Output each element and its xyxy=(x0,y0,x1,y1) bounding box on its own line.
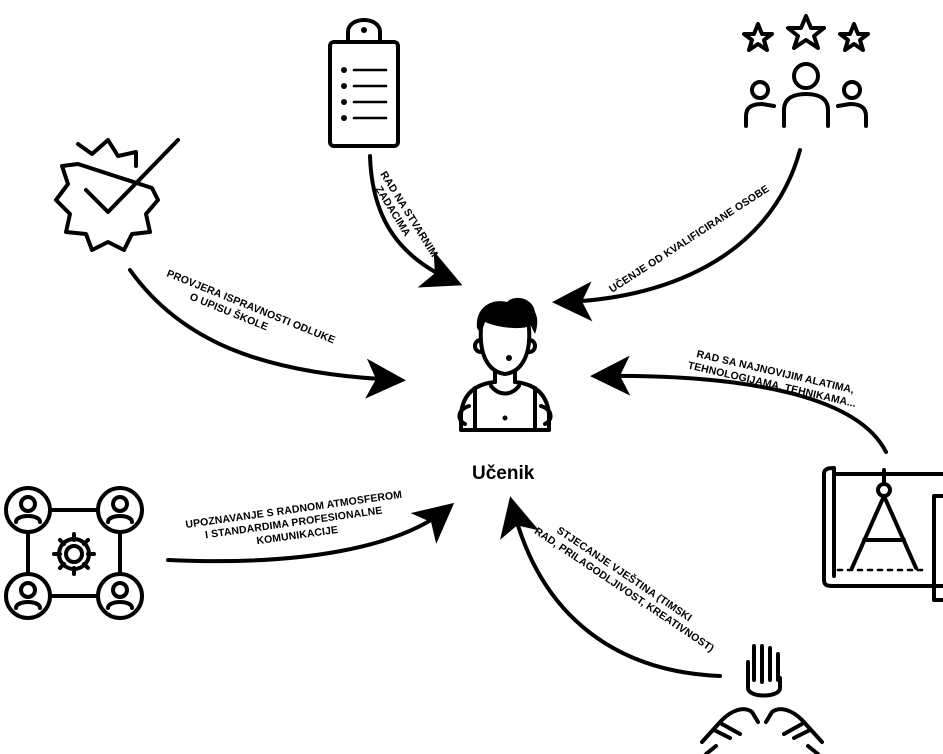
rated-people-icon xyxy=(742,14,870,128)
arrow-tools xyxy=(590,355,888,454)
arrow-verify xyxy=(128,268,406,399)
student-icon xyxy=(457,297,553,432)
teamwork-hands-icon xyxy=(700,644,824,754)
network-people-gear-icon xyxy=(4,486,144,620)
label-skills-line-2: RAD, PRILAGODLJIVOST, KREATIVNOST) xyxy=(532,525,716,655)
label-skills-line-1: STJECANJE VJEŠTINA (TIMSKI xyxy=(554,524,694,624)
center-label: Učenik xyxy=(472,463,535,484)
label-tasks-line-1: RAD NA STVARNIM xyxy=(377,169,440,259)
clipboard-icon xyxy=(328,18,400,148)
label-verify-line-1: PROVJERA ISPRAVNOSTI ODLUKE xyxy=(165,268,337,347)
arrow-tasks xyxy=(368,154,463,288)
arrow-atmosphere xyxy=(166,502,455,564)
arrow-skills xyxy=(500,496,722,678)
verified-badge-icon xyxy=(54,138,180,252)
blueprint-compass-icon xyxy=(822,466,943,602)
arrow-qualified xyxy=(552,148,802,322)
